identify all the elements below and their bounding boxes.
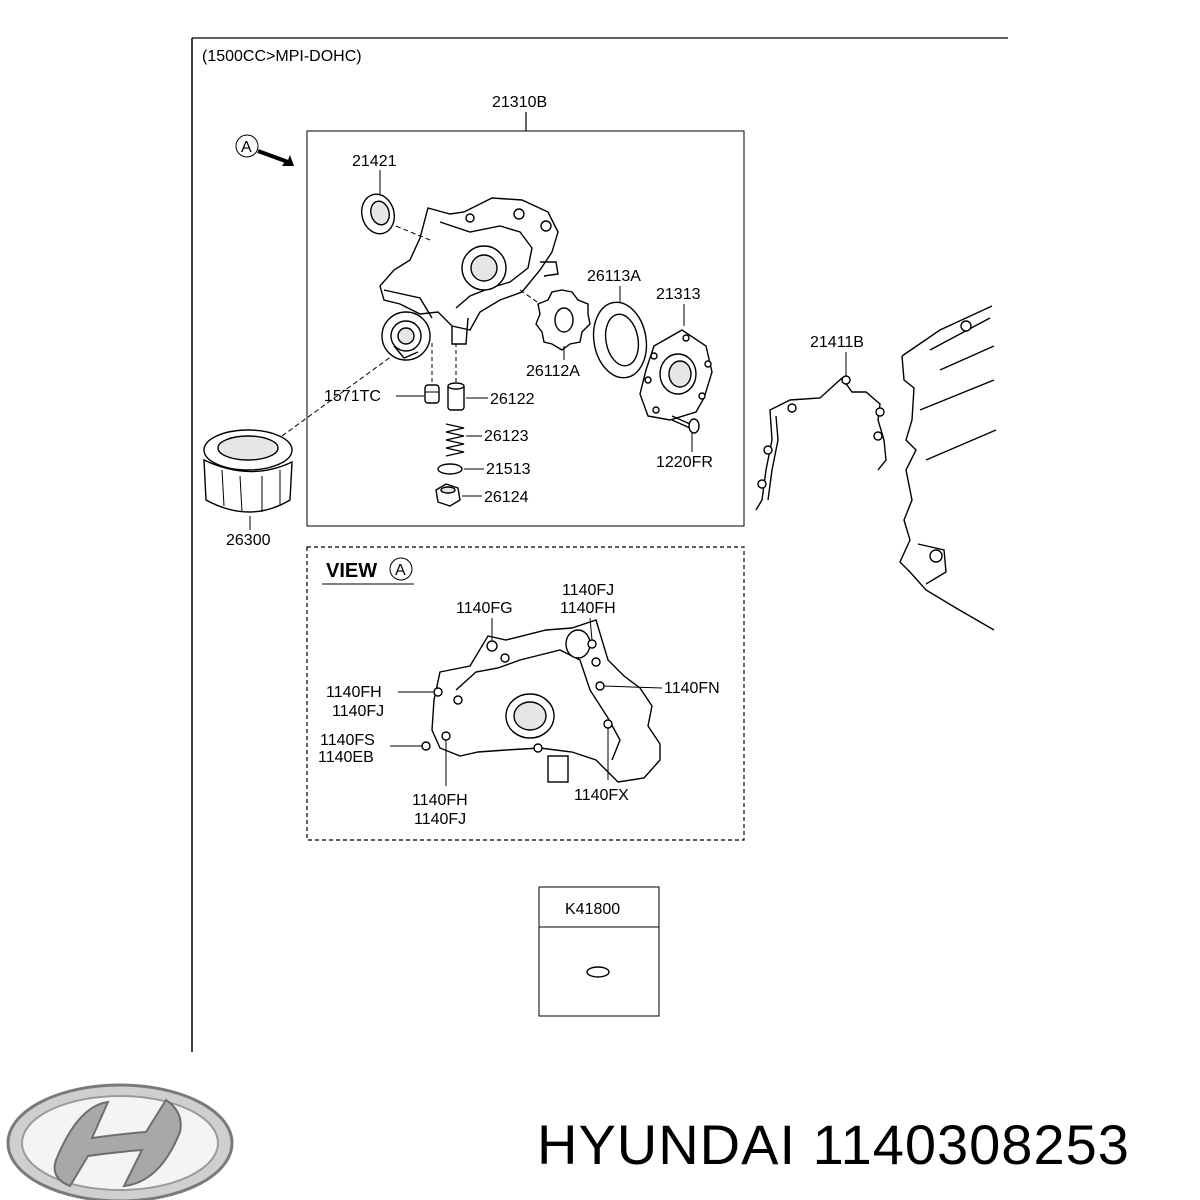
- view-a-box: [306, 546, 745, 841]
- label-cover: 21313: [656, 286, 701, 303]
- inner-rotor-icon: [535, 289, 591, 351]
- gasket-icon: [755, 375, 887, 511]
- label-oil-filter: 26300: [226, 532, 271, 549]
- label-seal: 21421: [352, 153, 397, 170]
- variant-label: (1500CC>MPI-DOHC): [202, 48, 362, 65]
- screw-icon: [671, 415, 700, 434]
- assembly-part-no: 21310B: [492, 94, 547, 111]
- oil-filter-icon: [203, 429, 293, 513]
- label-inner-rotor: 26112A: [526, 363, 580, 380]
- engine-block-icon: [899, 305, 997, 631]
- label-bolt-eb: 1140EB: [318, 749, 374, 766]
- oil-seal-icon: [361, 193, 395, 235]
- view-a-marker: A: [235, 134, 294, 166]
- label-pipe-plug: 1571TC: [324, 388, 381, 405]
- label-plunger: 26122: [490, 391, 535, 408]
- label-plug: 26124: [484, 489, 529, 506]
- brand-part-number: HYUNDAI 1140308253: [537, 1113, 1130, 1176]
- spring-icon: [445, 423, 465, 457]
- pipe-plug-icon: [424, 384, 440, 404]
- kit-part-no: K41800: [565, 901, 620, 918]
- label-gasket: 21411B: [810, 334, 864, 351]
- label-bolt-fg: 1140FG: [456, 600, 513, 617]
- view-a-title-circle: [389, 557, 413, 581]
- label-bolt-fh-bottom: 1140FH: [412, 792, 468, 809]
- label-spring: 26123: [484, 428, 529, 445]
- assembly-box: [306, 130, 745, 527]
- label-bolt-fh-left: 1140FH: [326, 684, 382, 701]
- kit-box: [538, 886, 660, 1017]
- label-bolt-fj-top: 1140FJ: [562, 582, 614, 599]
- plunger-icon: [447, 382, 465, 411]
- label-bolt-fx: 1140FX: [574, 787, 629, 804]
- view-a-title: VIEW: [326, 560, 377, 582]
- o-ring-icon: [586, 966, 610, 978]
- label-bolt-fj-left: 1140FJ: [332, 703, 384, 720]
- label-bolt-fn: 1140FN: [664, 680, 720, 697]
- label-outer-rotor: 26113A: [587, 268, 641, 285]
- label-bolt-fj-bottom: 1140FJ: [414, 811, 466, 828]
- pump-front-view-icon: [421, 619, 661, 783]
- view-a-title-marker: A: [395, 562, 406, 579]
- label-screw: 1220FR: [656, 454, 713, 471]
- washer-icon: [437, 463, 463, 475]
- svg-text:A: A: [241, 139, 252, 156]
- label-bolt-fh-top: 1140FH: [560, 600, 616, 617]
- hyundai-logo: [6, 1083, 234, 1200]
- pump-cover-icon: [639, 329, 713, 421]
- plug-icon: [435, 483, 461, 507]
- label-gasket-small: 21513: [486, 461, 531, 478]
- label-bolt-fs: 1140FS: [320, 732, 375, 749]
- outer-rotor-icon: [592, 301, 648, 379]
- oil-pump-body-icon: [379, 197, 559, 361]
